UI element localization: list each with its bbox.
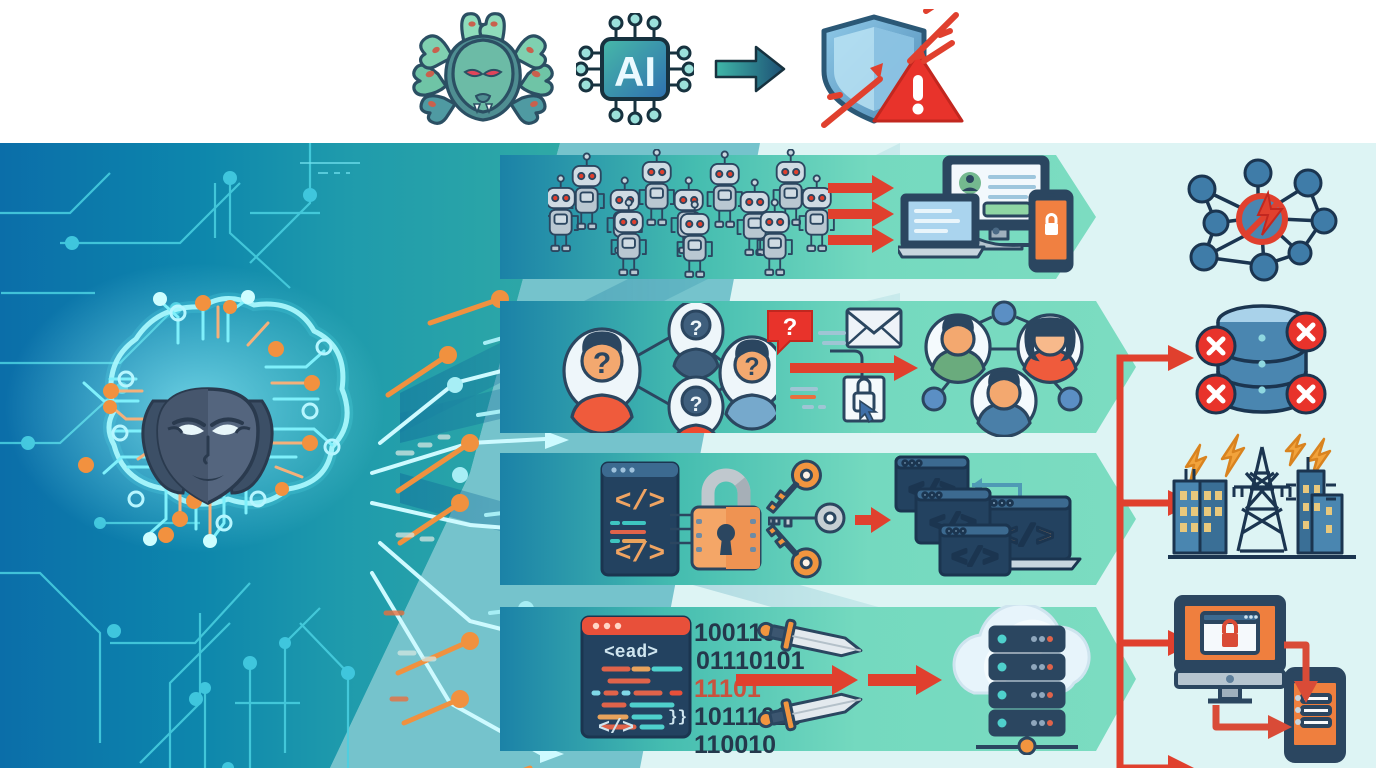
band-credential-cracking[interactable]: </> </> xyxy=(500,443,1140,593)
attack-arrows-icon xyxy=(736,665,946,695)
svg-text:?: ? xyxy=(690,393,703,416)
compromised-code-windows-icon: </> </> </> xyxy=(892,453,1092,583)
hydra-icon xyxy=(408,11,558,132)
brain-circuit-mask-icon xyxy=(18,261,378,561)
envelope-icon xyxy=(845,305,903,351)
code-glyph-bottom: </> xyxy=(615,539,665,570)
unknown-identity-network-icon: ? ? ? xyxy=(556,303,776,433)
code-window-icon: </> </> xyxy=(600,461,680,577)
key-orange-icon xyxy=(762,521,826,579)
svg-text:?: ? xyxy=(690,317,703,340)
cloud-server-icon xyxy=(932,605,1122,755)
compromised-people-network-icon xyxy=(914,297,1094,437)
attack-arrows-icon xyxy=(828,175,898,255)
device-cluster-icon xyxy=(898,151,1078,281)
outcome-data-breach[interactable] xyxy=(1188,298,1336,431)
theater-masks-icon xyxy=(141,387,274,505)
arrow-right-icon xyxy=(712,39,788,104)
padlock-cursor-icon xyxy=(790,329,910,429)
attack-arrow-icon xyxy=(855,507,891,533)
outcome-infrastructure-attack[interactable] xyxy=(1168,433,1356,578)
code-glyph-top: </> xyxy=(615,487,665,518)
threat-evolution-banner: AI xyxy=(0,0,1376,143)
band-social-engineering[interactable]: ? ? ? xyxy=(500,293,1140,441)
svg-text:?: ? xyxy=(744,353,759,381)
data-lines-icon xyxy=(670,509,710,559)
outcome-ransomware[interactable] xyxy=(1172,583,1352,768)
question-bubble-icon: ? xyxy=(764,307,818,357)
shield-breach-icon xyxy=(806,4,968,134)
sword-icon xyxy=(756,689,866,732)
svg-text:</>: </> xyxy=(952,543,999,573)
binary-line: 01110101 xyxy=(696,647,805,675)
editor-tag-label: <ead> xyxy=(604,643,658,663)
padlock-icon xyxy=(686,463,766,577)
outcome-network-disruption[interactable] xyxy=(1176,153,1346,288)
binary-stream: 100110 01110101 11101 10111010 110010 xyxy=(694,621,805,758)
ai-chip-icon: AI xyxy=(573,11,697,130)
svg-text:?: ? xyxy=(783,314,798,341)
svg-text:?: ? xyxy=(593,347,611,380)
attack-flow-panel: ? ? ? xyxy=(0,143,1376,768)
key-silver-icon xyxy=(768,499,846,537)
robot-swarm-icon xyxy=(548,149,838,289)
attack-arrow-icon xyxy=(790,355,920,381)
band-payload-injection[interactable]: <ead> }} </> 10 xyxy=(500,593,1140,768)
key-orange-icon xyxy=(762,459,826,514)
ai-chip-label: AI xyxy=(614,48,656,95)
binary-line: 110010 xyxy=(694,731,777,759)
sword-icon xyxy=(756,618,866,661)
code-editor-icon: <ead> }} </> xyxy=(580,615,692,739)
svg-text:}}: }} xyxy=(668,708,687,726)
editor-footer-label: </> xyxy=(598,717,634,739)
band-bot-swarm[interactable] xyxy=(500,143,1100,291)
